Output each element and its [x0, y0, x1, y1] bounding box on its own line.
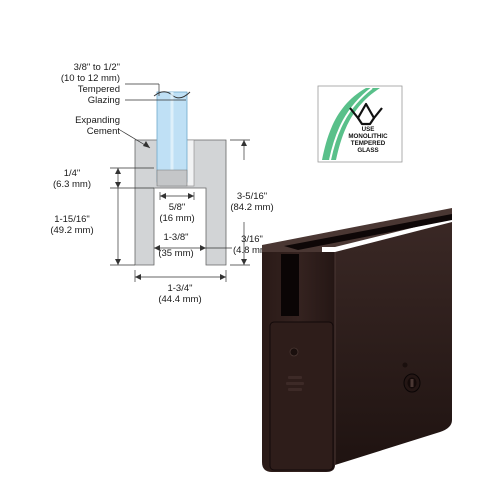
cement-label-2: Cement — [87, 126, 121, 137]
glazing-label: Glazing — [88, 95, 120, 106]
cement-block — [156, 169, 188, 187]
badge-line-2: MONOLITHIC — [348, 133, 388, 140]
base-shoe-product — [262, 208, 452, 472]
inner-width-mm: (35 mm) — [158, 248, 193, 259]
lower-height-in: 1-15/16" — [54, 214, 90, 225]
profile-cross-section — [134, 91, 227, 266]
dimension-labels: 3/8" to 1/2" (10 to 12 mm) Tempered Glaz… — [50, 62, 273, 305]
outer-width-in: 1-3/4" — [167, 283, 192, 294]
glass-thickness-mm: (10 to 12 mm) — [61, 73, 120, 84]
badge-line-3: TEMPERED — [351, 140, 386, 147]
inner-width-in: 1-3/8" — [163, 232, 188, 243]
monolithic-glass-badge: USE MONOLITHIC TEMPERED GLASS — [317, 85, 403, 163]
side-screw — [402, 362, 408, 368]
cement-label-1: Expanding — [75, 115, 120, 126]
quarter-in: 1/4" — [64, 168, 81, 179]
badge-line-1: USE — [362, 126, 375, 133]
overall-height-mm: (84.2 mm) — [230, 202, 273, 213]
wall-in: 3/16" — [241, 234, 263, 245]
product-end-cap — [269, 321, 334, 471]
badge-accent-stripe — [322, 88, 380, 160]
product-glass-slot — [284, 214, 452, 250]
outer-width-mm: (44.4 mm) — [158, 294, 201, 305]
tempered-label: Tempered — [78, 84, 120, 95]
product-side-face — [335, 222, 452, 465]
end-cap-logo-icon — [286, 376, 304, 391]
glass-spec-icon — [349, 102, 383, 126]
glass-thickness-in: 3/8" to 1/2" — [74, 62, 120, 73]
channel-mm: (16 mm) — [159, 213, 194, 224]
lower-height-mm: (49.2 mm) — [50, 225, 93, 236]
dimension-arrows — [115, 140, 247, 280]
end-cap-screw — [289, 347, 299, 357]
lock-cylinder-icon — [403, 373, 421, 393]
overall-height-in: 3-5/16" — [237, 191, 267, 202]
quarter-mm: (6.3 mm) — [53, 179, 91, 190]
badge-line-4: GLASS — [357, 147, 378, 154]
product-channel-opening — [281, 254, 299, 316]
product-top-face — [262, 208, 452, 252]
channel-in: 5/8" — [169, 202, 186, 213]
wall-mm: (4.8 mm) — [233, 245, 271, 256]
